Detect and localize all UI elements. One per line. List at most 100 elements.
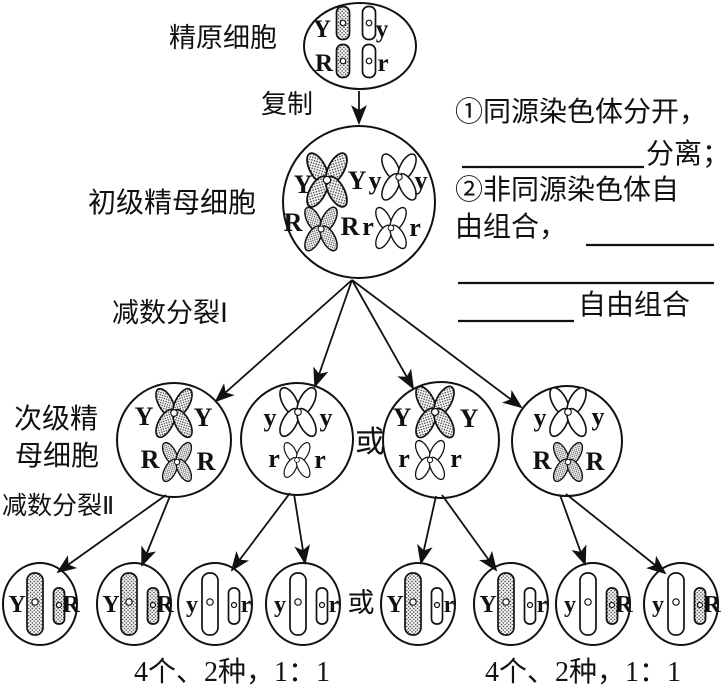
- chromosome-rod-dark-icon: [497, 572, 515, 636]
- note-line6-suffix: 自由组合: [578, 289, 690, 320]
- allele-label: Y: [8, 592, 25, 618]
- allele-label: R: [284, 208, 303, 237]
- chromosome-rod-dark-icon: [404, 572, 422, 636]
- chromosome-rod-light-icon: [667, 572, 685, 636]
- chromosome-rod-dark-icon: [120, 572, 138, 636]
- chromosome-rod-light-icon: [361, 43, 377, 79]
- allele-label: y: [592, 402, 605, 431]
- chromosome-rod-light-icon: [361, 5, 377, 41]
- chromosome-rod-light-icon: [289, 572, 307, 636]
- cell-sperm-3: [177, 562, 253, 646]
- chromosome-x-dark-icon: [151, 384, 197, 442]
- allele-label: r: [268, 444, 280, 473]
- allele-label: Y: [194, 403, 213, 432]
- cell-sperm-8: [643, 562, 719, 646]
- allele-label: R: [703, 592, 721, 618]
- allele-label: y: [320, 403, 333, 432]
- cell-secondary-3: [382, 381, 500, 499]
- allele-label: y: [186, 592, 198, 618]
- allele-label: r: [450, 444, 462, 473]
- cell-sperm-4: [265, 562, 341, 646]
- chromosome-rod-dark-icon: [335, 5, 351, 41]
- allele-label: r: [241, 592, 252, 618]
- allele-label: Y: [102, 592, 119, 618]
- chromosome-x-dark-icon: [411, 382, 459, 442]
- note-line2-suffix: 分离；: [646, 138, 726, 169]
- allele-label: R: [586, 447, 605, 476]
- allele-label: R: [62, 592, 80, 618]
- label-or-middle: 或: [355, 426, 385, 459]
- allele-label: R: [533, 446, 552, 475]
- allele-label: R: [315, 50, 334, 77]
- arrow-meiosis2-to-sperm3: [230, 492, 291, 572]
- allele-label: R: [156, 592, 174, 618]
- allele-label: Y: [393, 403, 412, 432]
- allele-label: y: [652, 592, 664, 618]
- arrow-meiosis2-to-sperm4: [293, 493, 311, 565]
- label-meiosis-1: 减数分裂Ⅰ: [112, 298, 228, 328]
- arrow-meiosis1-to-cell3: [351, 279, 414, 390]
- chromosome-rod-light-icon: [227, 587, 241, 625]
- chromosome-rod-dark-icon: [335, 43, 351, 79]
- allele-label: Y: [313, 16, 331, 43]
- allele-label: r: [398, 444, 410, 473]
- arrow-group: [56, 91, 667, 575]
- chromosome-x-dark-icon: [300, 203, 342, 255]
- cell-sperm-2: [96, 562, 172, 646]
- chromosome-x-light-icon: [371, 204, 411, 252]
- allele-label: y: [264, 403, 277, 432]
- chromosome-rod-dark-icon: [26, 572, 44, 636]
- result-left: 4个、2种，1：1: [134, 656, 330, 688]
- fill-in-blanks: [458, 165, 714, 323]
- cell-sperm-7: [555, 562, 631, 646]
- arrow-meiosis2-to-sperm6: [441, 494, 498, 572]
- allele-label: Y: [460, 404, 479, 433]
- chromosome-rod-light-icon: [430, 587, 444, 625]
- allele-label: r: [537, 592, 548, 618]
- chromosome-rod-light-icon: [579, 572, 597, 636]
- chromosome-x-light-icon: [275, 383, 321, 441]
- allele-label: r: [409, 213, 421, 242]
- allele-label: r: [444, 592, 455, 618]
- allele-label: Y: [386, 592, 403, 618]
- arrow-meiosis2-to-sperm7: [559, 494, 587, 566]
- cell-secondary-4: [511, 385, 623, 497]
- note-line3: ②非同源染色体自: [455, 174, 679, 205]
- allele-label: y: [274, 592, 286, 618]
- chromosome-x-light-icon: [280, 439, 314, 481]
- allele-label: r: [314, 445, 326, 474]
- label-secondary-spermatocyte-line1: 次级精: [14, 403, 98, 434]
- allele-label: y: [369, 166, 382, 195]
- label-replication: 复制: [261, 89, 313, 119]
- label-spermatogonium: 精原细胞: [169, 23, 277, 53]
- allele-label: R: [615, 592, 633, 618]
- note-line4-prefix: 由组合，: [455, 211, 567, 242]
- chromosome-x-light-icon: [411, 437, 449, 483]
- chromosome-x-light-icon: [545, 383, 591, 441]
- arrow-meiosis2-to-sperm2: [141, 495, 171, 567]
- allele-label: y: [564, 592, 576, 618]
- cell-primary-spermatocyte: [282, 125, 436, 279]
- chromosome-rod-light-icon: [315, 587, 329, 625]
- arrow-meiosis2-to-sperm5: [417, 495, 437, 565]
- allele-label: Y: [135, 402, 154, 431]
- cell-secondary-1: [116, 382, 232, 498]
- allele-label: r: [329, 592, 340, 618]
- label-or-bottom: 或: [348, 588, 375, 618]
- allele-label: Y: [348, 166, 367, 195]
- label-secondary-spermatocyte-line2: 母细胞: [15, 440, 99, 471]
- cell-secondary-2: [240, 382, 354, 496]
- chromosome-x-dark-icon: [549, 439, 587, 485]
- chromosome-x-dark-icon: [158, 439, 196, 485]
- result-right: 4个、2种，1：1: [485, 656, 681, 688]
- cell-spermatogonium: [303, 2, 417, 90]
- allele-label: Y: [294, 170, 313, 199]
- allele-label: y: [376, 16, 389, 43]
- allele-label: Y: [479, 592, 496, 618]
- allele-label: R: [141, 445, 160, 474]
- label-primary-spermatocyte: 初级精母细胞: [88, 187, 256, 218]
- allele-label: R: [341, 212, 360, 241]
- arrow-meiosis1-to-cell4: [351, 279, 523, 409]
- arrow-meiosis2-to-sperm1: [56, 494, 167, 574]
